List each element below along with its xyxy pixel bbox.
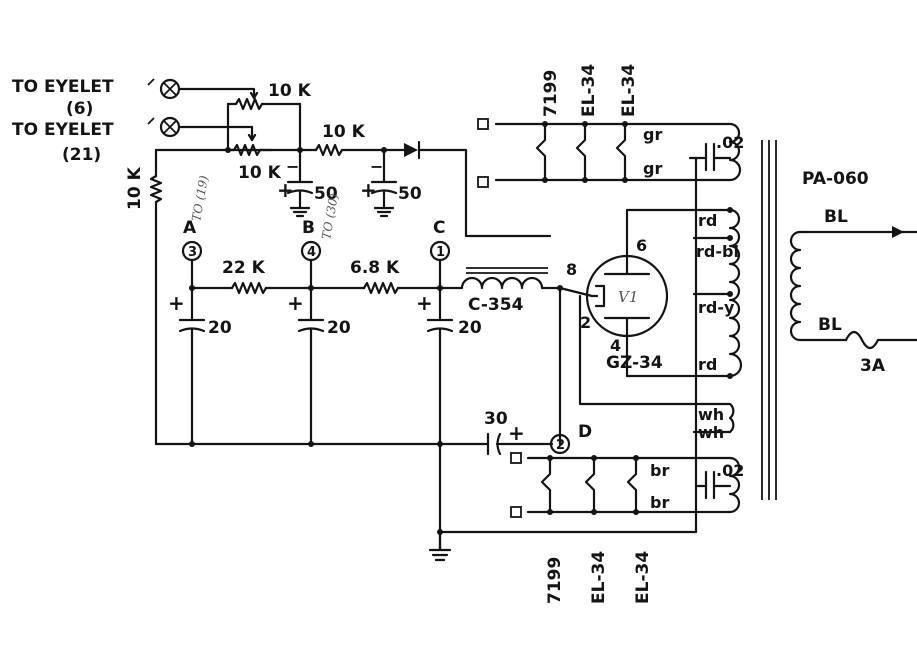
eyelet-21-number: (21) (62, 145, 101, 165)
fuse-label: 3A (860, 356, 886, 376)
capacitor-02-top: .02 (688, 133, 744, 172)
tube-top-3: EL-34 (619, 64, 639, 117)
node-d-number: 2 (556, 438, 565, 453)
resistor-6k8 (362, 281, 400, 295)
pot-1-value: 10 K (268, 81, 312, 101)
tap-br-1: br (650, 461, 669, 480)
svg-text:+: + (416, 291, 433, 315)
primary-bottom-label: BL (818, 315, 842, 335)
node-a-letter: A (183, 218, 197, 238)
svg-text:+: + (287, 291, 304, 315)
svg-text:+: + (360, 178, 377, 202)
tap-rd-1: rd (698, 211, 717, 230)
terminal-bottom-1 (510, 452, 522, 464)
ground-icon (428, 530, 452, 562)
tap-gr-1: gr (643, 125, 662, 144)
svg-text:+: + (508, 421, 525, 445)
terminal-top-2 (477, 176, 489, 188)
capacitor-20-a-value: 20 (208, 318, 232, 338)
rectifier-pin-6: 6 (636, 236, 647, 255)
capacitor-02-bottom-value: .02 (716, 461, 744, 480)
series-resistor-value: 10 K (322, 122, 366, 142)
capacitor-30-value: 30 (484, 409, 508, 429)
capacitor-50-b: − + 50 (360, 148, 422, 218)
tap-rd-2: rd (698, 355, 717, 374)
terminal-top-1 (477, 118, 489, 130)
svg-text:+: + (168, 291, 185, 315)
choke-inductor: C-354 (458, 267, 562, 315)
capacitor-02-bottom: .02 (694, 461, 744, 500)
eyelet-6-number: (6) (66, 99, 93, 119)
output-tubes-top: 7199 EL-34 EL-34 (477, 64, 732, 188)
capacitor-20-b-value: 20 (327, 318, 351, 338)
series-resistor (314, 143, 344, 157)
node-a-number: 3 (188, 245, 197, 260)
rectifier-name: V1 (618, 288, 638, 306)
tube-top-1: 7199 (541, 70, 561, 117)
resistor-22k-value: 22 K (222, 258, 266, 278)
primary-top-label: BL (824, 207, 848, 227)
tube-bottom-2: EL-34 (589, 551, 609, 604)
capacitor-20-c: + 20 (416, 286, 482, 552)
capacitor-20-c-value: 20 (458, 318, 482, 338)
transformer-name: PA-060 (802, 169, 869, 189)
node-c-letter: C (433, 218, 445, 238)
pot-1-resistor (226, 97, 302, 111)
node-b-number: 4 (307, 245, 316, 260)
capacitor-30: 30 + (484, 409, 554, 456)
bleeder-resistor-value: 10 K (125, 166, 145, 210)
rectifier-type: GZ-34 (606, 353, 663, 373)
tap-gr-2: gr (643, 159, 662, 178)
power-transformer: PA-060 gr gr rd rd-bl rd-y rd wh wh br b… (643, 122, 917, 514)
rectifier-pin-4: 4 (610, 336, 621, 355)
tap-rd-bl: rd-bl (696, 242, 739, 261)
resistor-6k8-value: 6.8 K (350, 258, 400, 278)
bleeder-resistor (149, 174, 163, 204)
tap-rd-y: rd-y (698, 298, 735, 317)
diode-icon (404, 140, 421, 160)
eyelet-21-label: TO EYELET (12, 120, 114, 140)
tap-wh-1: wh (698, 405, 724, 424)
eyelet-21-lamp-icon (147, 116, 181, 138)
svg-text:−: − (286, 157, 299, 176)
eyelet-section: TO EYELET (6) TO EYELET (21) 10 K 10 K (12, 77, 312, 183)
eyelet-6-label: TO EYELET (12, 77, 114, 97)
capacitor-50-b-value: 50 (398, 184, 422, 204)
svg-text:−: − (370, 157, 383, 176)
tube-bottom-1: 7199 (545, 557, 565, 604)
capacitor-20-b: + 20 (287, 286, 351, 446)
filter-chain: 10 K A TO (19) 3 B TO (30) 4 C 1 22 K 6.… (125, 148, 698, 562)
capacitor-50-a: − + 50 (277, 148, 338, 218)
node-c-number: 1 (436, 245, 445, 260)
capacitor-02-top-value: .02 (716, 133, 744, 152)
tap-br-2: br (650, 493, 669, 512)
tube-top-2: EL-34 (579, 64, 599, 117)
node-d-letter: D (578, 422, 592, 442)
svg-text:+: + (277, 178, 294, 202)
tap-wh-2: wh (698, 423, 724, 442)
node-b-letter: B (302, 218, 315, 238)
rectifier-pin-2: 2 (580, 313, 591, 332)
capacitor-50-a-value: 50 (314, 184, 338, 204)
pot-2-value: 10 K (238, 163, 282, 183)
terminal-bottom-2 (510, 506, 522, 518)
rectifier-pin-8: 8 (566, 260, 577, 279)
eyelet-6-lamp-icon (147, 78, 181, 100)
rectifier-tube: V1 GZ-34 6 8 2 4 (557, 208, 732, 446)
capacitor-20-a: + 20 (168, 286, 232, 446)
top-rail: 10 K − + 50 − + 50 (154, 122, 552, 238)
resistor-22k (230, 281, 268, 295)
output-tubes-bottom: 7199 EL-34 EL-34 (510, 452, 732, 604)
node-a-note: TO (19) (189, 174, 211, 222)
tube-bottom-3: EL-34 (633, 551, 653, 604)
fuse-icon (844, 330, 917, 350)
choke-label: C-354 (468, 295, 524, 315)
